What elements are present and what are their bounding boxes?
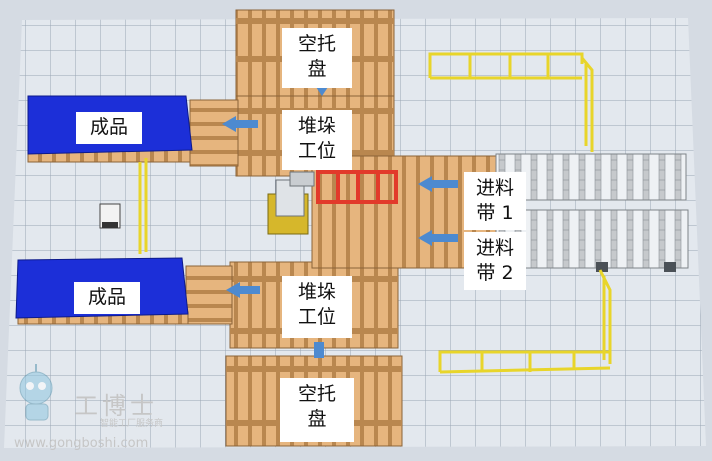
empty-pallet-top-label: 空托 盘 — [282, 28, 352, 88]
label-line: 成品 — [87, 286, 126, 308]
robot-gripper — [316, 170, 398, 204]
label-line: 堆垛 — [297, 281, 336, 303]
label-line: 空托 — [297, 33, 336, 55]
stack-station-top-label: 堆垛 工位 — [282, 110, 352, 170]
empty-pallet-bottom-label: 空托 盘 — [280, 378, 354, 442]
label-line: 带 2 — [476, 262, 514, 284]
watermark-mascot-icon — [19, 364, 53, 421]
label-line: 带 1 — [476, 202, 514, 224]
label-line: 进料 — [475, 237, 514, 259]
label-line: 成品 — [89, 116, 128, 138]
finished-top-label: 成品 — [76, 112, 142, 144]
watermark-brand: 工博士 — [74, 392, 158, 420]
label-line: 盘 — [307, 408, 327, 430]
finished-bottom-label: 成品 — [74, 282, 140, 314]
label-line: 空托 — [297, 383, 336, 405]
label-line: 进料 — [475, 177, 514, 199]
label-line: 工位 — [297, 140, 336, 162]
infeed-conveyor-1 — [495, 153, 687, 201]
infeed-belt-2-label: 进料 带 2 — [464, 232, 526, 290]
infeed-belt-1-label: 进料 带 1 — [464, 172, 526, 230]
infeed-conveyor-2 — [495, 209, 689, 269]
watermark-subtitle: 智能工厂服务商 — [100, 419, 164, 429]
guard-rails — [138, 52, 612, 374]
label-line: 盘 — [307, 58, 327, 80]
label-line: 堆垛 — [297, 115, 336, 137]
stack-station-bottom-label: 堆垛 工位 — [282, 276, 352, 338]
label-line: 工位 — [297, 306, 336, 328]
watermark-url: www.gongboshi.com — [14, 436, 149, 451]
bottom-transfer-pallet — [185, 265, 233, 325]
top-transfer-pallet — [189, 99, 239, 167]
